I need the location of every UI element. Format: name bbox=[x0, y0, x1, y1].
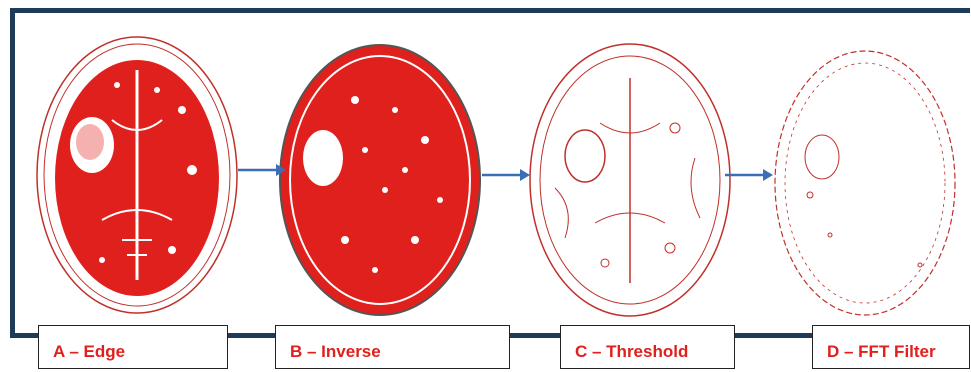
arrow-a-to-b bbox=[238, 160, 286, 180]
panel-b-label: B – Inverse bbox=[290, 342, 381, 362]
panel-d-label: D – FFT Filter bbox=[827, 342, 936, 362]
arrow-c-to-d bbox=[725, 165, 773, 185]
panel-d-fft-filter-image bbox=[770, 45, 960, 320]
label-box-b: B – Inverse bbox=[275, 325, 510, 369]
label-box-d: D – FFT Filter bbox=[812, 325, 970, 369]
arrow-b-to-c bbox=[482, 165, 530, 185]
label-box-c: C – Threshold bbox=[560, 325, 735, 369]
label-box-a: A – Edge bbox=[38, 325, 228, 369]
panel-c-label: C – Threshold bbox=[575, 342, 688, 362]
panel-c-threshold-image bbox=[525, 38, 735, 323]
panel-a-label: A – Edge bbox=[53, 342, 125, 362]
panel-a-edge-image bbox=[32, 30, 242, 320]
panel-b-inverse-image bbox=[275, 40, 485, 320]
